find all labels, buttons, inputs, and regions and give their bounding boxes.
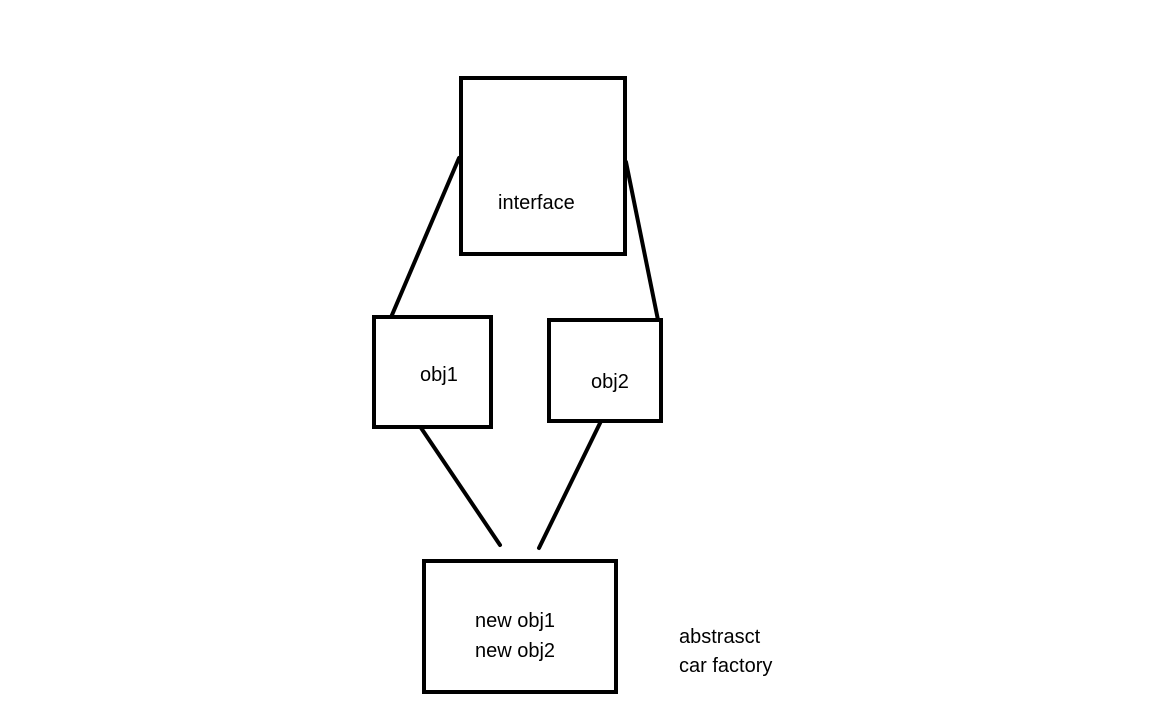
obj1-node-label: obj1 [420,364,458,386]
obj2-node [547,318,663,423]
edge-obj1-factory [411,414,502,547]
edge-interface-obj2 [624,160,660,322]
annotation-line-1: abstrasct [679,626,761,648]
factory-node-line-1: new obj1 [475,610,556,632]
factory-node-line-2: new obj2 [475,640,556,662]
annotation-line-2: car factory [679,655,773,677]
interface-node [459,76,627,256]
factory-node [422,559,618,694]
obj1-node [372,315,493,429]
interface-node-label: interface [498,192,575,214]
obj2-node-label: obj2 [591,371,629,393]
edge-obj2-factory [537,415,605,550]
edge-interface-obj1 [387,156,461,324]
